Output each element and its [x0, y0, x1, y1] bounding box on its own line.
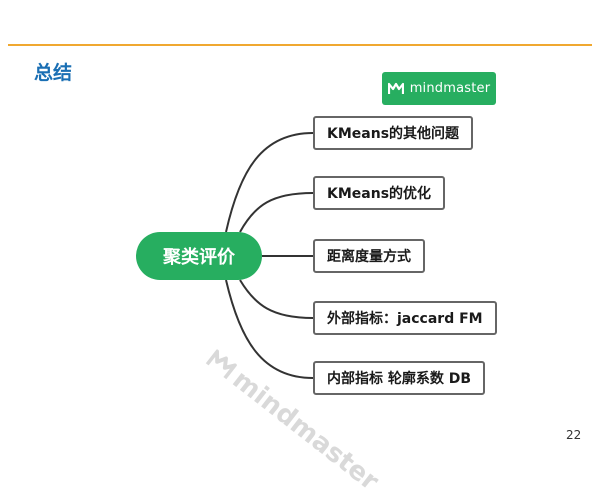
- mindmap-node-kmeans-optimization[interactable]: KMeans的优化: [313, 176, 446, 210]
- connector-1: [225, 132, 314, 233]
- mindmaster-badge: mindmaster: [382, 72, 496, 105]
- mindmaster-logo-icon: [205, 349, 237, 380]
- title-divider-line: [8, 44, 592, 46]
- mindmap-node-kmeans-issues[interactable]: KMeans的其他问题: [313, 116, 474, 150]
- mindmaster-watermark: mindmaster: [202, 345, 384, 497]
- page-number: 22: [566, 428, 582, 442]
- mindmap-node-external-metrics[interactable]: 外部指标：jaccard FM: [313, 301, 497, 335]
- connector-2: [239, 192, 314, 233]
- connector-4: [239, 279, 314, 319]
- slide-title: 总结: [34, 62, 73, 84]
- mindmap-node-internal-metrics[interactable]: 内部指标 轮廓系数 DB: [313, 361, 486, 395]
- connector-5: [225, 279, 314, 379]
- badge-text: mindmaster: [409, 81, 491, 96]
- mindmap-connectors: [225, 132, 314, 379]
- mindmap-root-node[interactable]: 聚类评价: [136, 232, 262, 280]
- mindmap-node-distance-metric[interactable]: 距离度量方式: [313, 239, 425, 273]
- mindmaster-badge-logo-icon: [387, 82, 404, 94]
